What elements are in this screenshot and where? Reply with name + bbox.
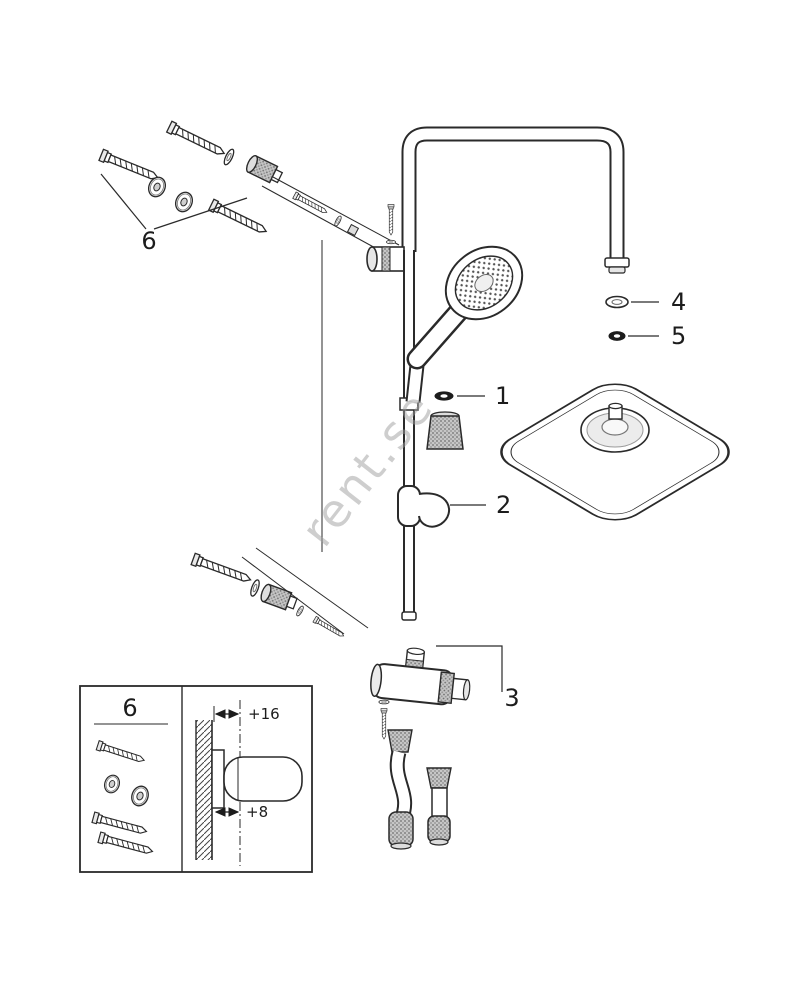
hose-nut-2 [426,767,452,789]
holder-hook [418,492,451,528]
part4-washer: 4 [605,288,686,316]
inset-part6-panel: 6 [91,694,168,858]
rail-tube-section [223,756,303,802]
part5-seal-ring: 5 [608,322,686,350]
hose-cuff [388,811,414,847]
wall-section [196,720,212,860]
shower-hoses [387,729,452,850]
leader-line-3 [436,645,503,692]
callout-part3: 3 [504,684,519,712]
hand-shower [405,245,524,403]
rail-wall-bracket [366,204,405,272]
exploded-axis-top [261,176,400,257]
pipe-flange-ring [608,266,626,274]
hose-cone-nut [426,415,464,450]
dimension-top-label: +16 [248,705,280,723]
mounting-hardware-bottom-group [190,547,369,640]
overhead-pipe [401,126,630,274]
dimension-bottom-label: +8 [246,803,268,821]
callout-part4: 4 [671,288,686,316]
pipe-flange [604,257,630,268]
callout-part5: 5 [671,322,686,350]
part3-diverter: 3 [370,645,520,712]
callout-bracket-line [153,197,248,230]
part2-slider-holder: 2 [397,485,511,528]
part1-seal-and-nut: 1 [426,382,510,450]
small-fasteners-below-diverter [378,699,390,740]
hose-cuff-2 [427,815,451,843]
wall-flange [211,749,225,809]
callout-part1: 1 [495,382,510,410]
head-shower [500,383,730,521]
small-fasteners-top-axis [292,191,360,237]
small-nut [346,223,360,237]
watermark-text: rent.se [290,380,444,556]
inset-box: 6 +16 +8 [79,685,313,873]
rail-end-cap [401,611,417,621]
hand-shower-head [444,245,524,321]
inset-part6-label: 6 [122,694,137,722]
callout-part6: 6 [141,227,156,255]
mounting-hardware-top-group: 6 [98,120,285,255]
inset-mounting-detail: +16 +8 [195,700,303,866]
hose-nut [387,729,413,753]
shower-rail [399,250,419,621]
callout-bracket-line [100,173,147,230]
callout-part2: 2 [496,491,511,519]
